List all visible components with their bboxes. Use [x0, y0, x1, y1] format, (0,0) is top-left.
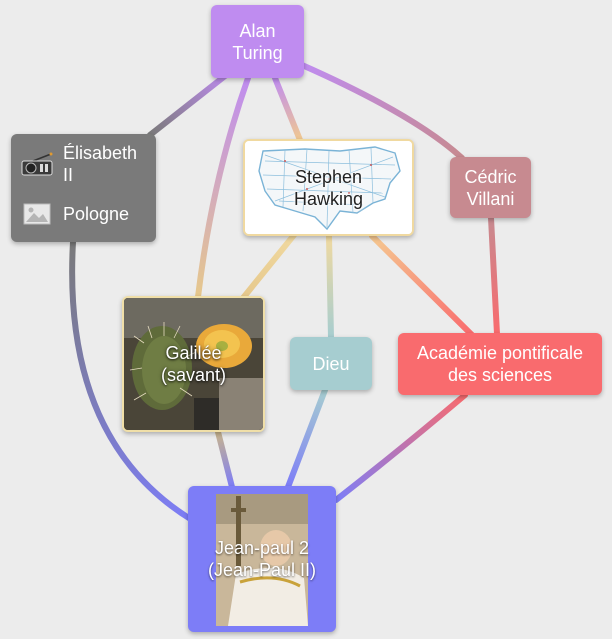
node-jean-paul-2[interactable]: Jean-paul 2 (Jean-Paul II): [188, 486, 336, 632]
us-road-map-image: [245, 141, 412, 234]
node-label: Cédric Villani: [464, 166, 517, 209]
edge-alan-elisabeth: [147, 69, 233, 138]
list-item[interactable]: Élisabeth II: [21, 142, 137, 186]
edge-hawking-dieu: [326, 233, 334, 341]
node-cedric-villani[interactable]: Cédric Villani: [450, 157, 531, 218]
edge-elisabeth-jeanpaul: [69, 239, 195, 523]
pope-photo: [216, 494, 308, 626]
node-label: Dieu: [312, 353, 350, 374]
edge-alan-hawking: [272, 75, 303, 143]
node-galilee[interactable]: Galilée (savant): [122, 296, 265, 432]
node-academie-pontificale[interactable]: Académie pontificale des sciences: [398, 333, 602, 395]
node-dieu[interactable]: Dieu: [290, 337, 372, 390]
item-label: Pologne: [63, 204, 130, 224]
node-label: Galilée (savant): [160, 343, 227, 385]
node-label: Alan Turing: [232, 20, 283, 63]
node-elisabeth-group[interactable]: Élisabeth II Pologne: [11, 134, 156, 242]
edge-hawking-academie: [369, 233, 475, 338]
edge-hawking-galilee: [240, 232, 297, 301]
edge-academie-jeanpaul: [333, 392, 468, 503]
edge-alan-villani: [299, 62, 465, 161]
node-label: Académie pontificale des sciences: [416, 343, 584, 385]
radio-icon: [21, 152, 53, 176]
edge-galilee-jeanpaul: [215, 429, 235, 490]
node-stephen-hawking[interactable]: Stephen Hawking: [243, 139, 414, 236]
edge-dieu-jeanpaul: [285, 387, 328, 490]
cactus-flower-photo: [124, 298, 263, 430]
list-item[interactable]: Pologne: [21, 202, 129, 226]
node-label: Jean-paul 2 (Jean-Paul II): [207, 538, 317, 580]
edge-villani-academie: [488, 215, 500, 337]
node-label: Stephen Hawking: [293, 166, 364, 209]
node-alan-turing[interactable]: Alan Turing: [211, 5, 304, 78]
edge-alan-galilee: [195, 75, 251, 300]
image-icon: [23, 203, 51, 225]
item-label: Élisabeth II: [63, 143, 138, 185]
